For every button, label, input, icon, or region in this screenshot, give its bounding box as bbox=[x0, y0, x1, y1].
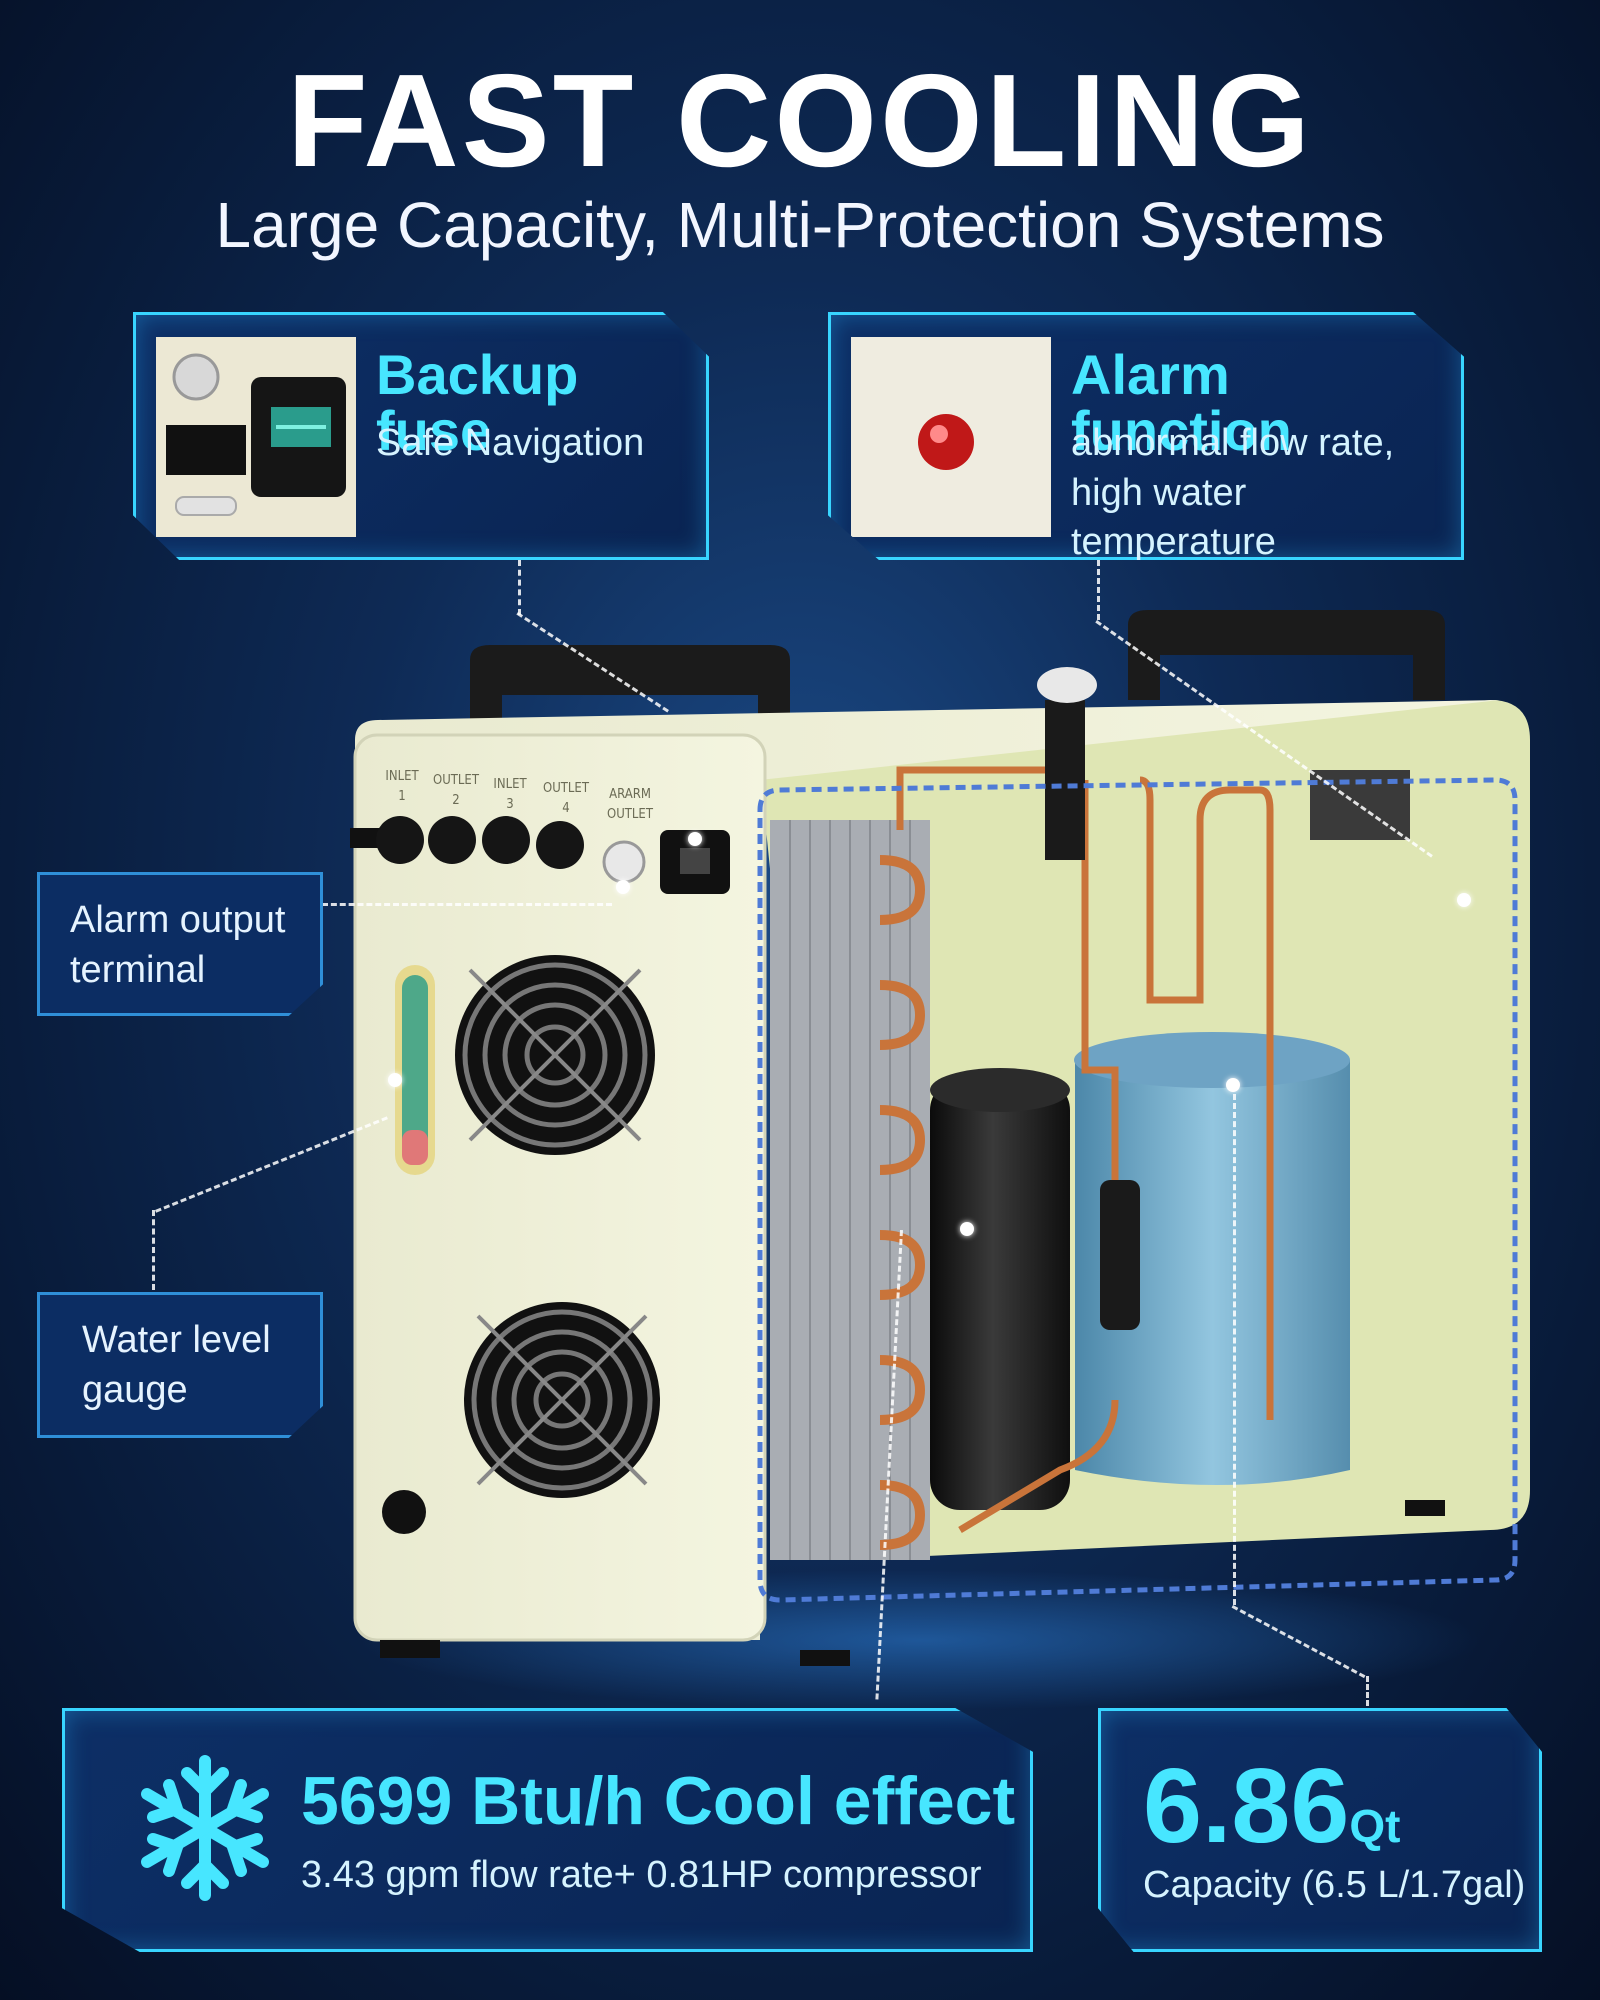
alarm-light-icon bbox=[851, 337, 1051, 537]
marker-dot-water-gauge bbox=[388, 1073, 402, 1087]
marker-dot-alarm bbox=[1457, 893, 1471, 907]
port-label-4-bottom: 4 bbox=[562, 801, 569, 816]
callout-alarm-function: Alarm function abnormal flow rate, high … bbox=[828, 312, 1464, 560]
water-tank bbox=[1074, 1032, 1350, 1485]
callout-water-level: Water level gauge bbox=[37, 1292, 323, 1438]
marker-dot-alarm-output bbox=[616, 880, 630, 894]
port-label-4-top: OUTLET bbox=[543, 781, 590, 796]
capacity-value: 6.86Qt bbox=[1143, 1753, 1400, 1859]
backup-fuse-desc: Safe Navigation bbox=[376, 422, 645, 464]
power-knob bbox=[382, 1490, 426, 1534]
snowflake-icon bbox=[141, 1755, 269, 1901]
leader-line-tank bbox=[1233, 1085, 1236, 1605]
port-label-5-bottom: OUTLET bbox=[607, 807, 654, 822]
water-level-line2: gauge bbox=[82, 1369, 188, 1411]
capacity-desc: Capacity (6.5 L/1.7gal) bbox=[1143, 1864, 1526, 1906]
callout-backup-fuse: Backup fuse Safe Navigation bbox=[133, 312, 709, 560]
alarm-function-desc-2: high water temperature bbox=[1071, 472, 1276, 564]
alarm-output-line1: Alarm output bbox=[70, 899, 286, 941]
marker-dot-fuse bbox=[688, 832, 702, 846]
alarm-output-line2: terminal bbox=[70, 949, 206, 991]
fuse-socket-icon bbox=[156, 337, 356, 537]
leader-line-alarm bbox=[1097, 560, 1100, 620]
right-handle bbox=[1128, 610, 1445, 700]
leader-line-water-gauge-v bbox=[152, 1210, 155, 1290]
page-subtitle: Large Capacity, Multi-Protection Systems bbox=[215, 189, 1385, 261]
leader-line-alarm-output bbox=[322, 903, 612, 906]
port-label-1-bottom: 1 bbox=[398, 789, 405, 804]
backup-fuse-title: Backup fuse bbox=[376, 343, 579, 462]
spec-cooling-effect: 5699 Btu/h Cool effect 3.43 gpm flow rat… bbox=[62, 1708, 1033, 1952]
alarm-function-title: Alarm function bbox=[1071, 343, 1292, 462]
port-connectors bbox=[350, 816, 730, 894]
marker-dot-compressor bbox=[960, 1222, 974, 1236]
marker-dot-tank bbox=[1226, 1078, 1240, 1092]
wiring-harness bbox=[757, 777, 1518, 1603]
alarm-function-desc-1: abnormal flow rate, bbox=[1071, 422, 1395, 464]
port-label-3-top: INLET bbox=[493, 777, 527, 792]
port-label-3-bottom: 3 bbox=[506, 797, 513, 812]
filter-drier bbox=[1100, 1180, 1140, 1330]
capacity-number: 6.86 bbox=[1143, 1747, 1350, 1865]
spec-capacity: 6.86Qt Capacity (6.5 L/1.7gal) bbox=[1098, 1708, 1542, 1952]
condenser-radiator bbox=[770, 820, 930, 1560]
alarm-thumbnail bbox=[851, 337, 1051, 537]
leader-line-fuse bbox=[518, 560, 521, 615]
port-label-5-top: ARARM bbox=[609, 787, 651, 802]
page-title: FAST COOLING bbox=[287, 47, 1313, 194]
port-label-1-top: INLET bbox=[385, 769, 419, 784]
filler-cap-stem bbox=[1045, 700, 1085, 860]
water-level-line1: Water level bbox=[82, 1319, 271, 1361]
leader-line-tank-v bbox=[1366, 1676, 1369, 1706]
callout-alarm-output: Alarm output terminal bbox=[37, 872, 323, 1016]
port-label-2-bottom: 2 bbox=[452, 793, 459, 808]
filler-cap bbox=[1037, 667, 1097, 703]
water-level-gauge bbox=[395, 965, 435, 1175]
capacity-unit: Qt bbox=[1349, 1800, 1401, 1852]
left-handle bbox=[470, 645, 790, 740]
bottom-fan bbox=[464, 1302, 660, 1498]
compressor bbox=[930, 1068, 1070, 1510]
port-label-2-top: OUTLET bbox=[433, 773, 480, 788]
cooling-effect-desc: 3.43 gpm flow rate+ 0.81HP compressor bbox=[301, 1854, 982, 1896]
fuse-thumbnail bbox=[156, 337, 356, 537]
top-fan bbox=[455, 955, 655, 1155]
cooling-effect-title: 5699 Btu/h Cool effect bbox=[301, 1763, 1016, 1839]
